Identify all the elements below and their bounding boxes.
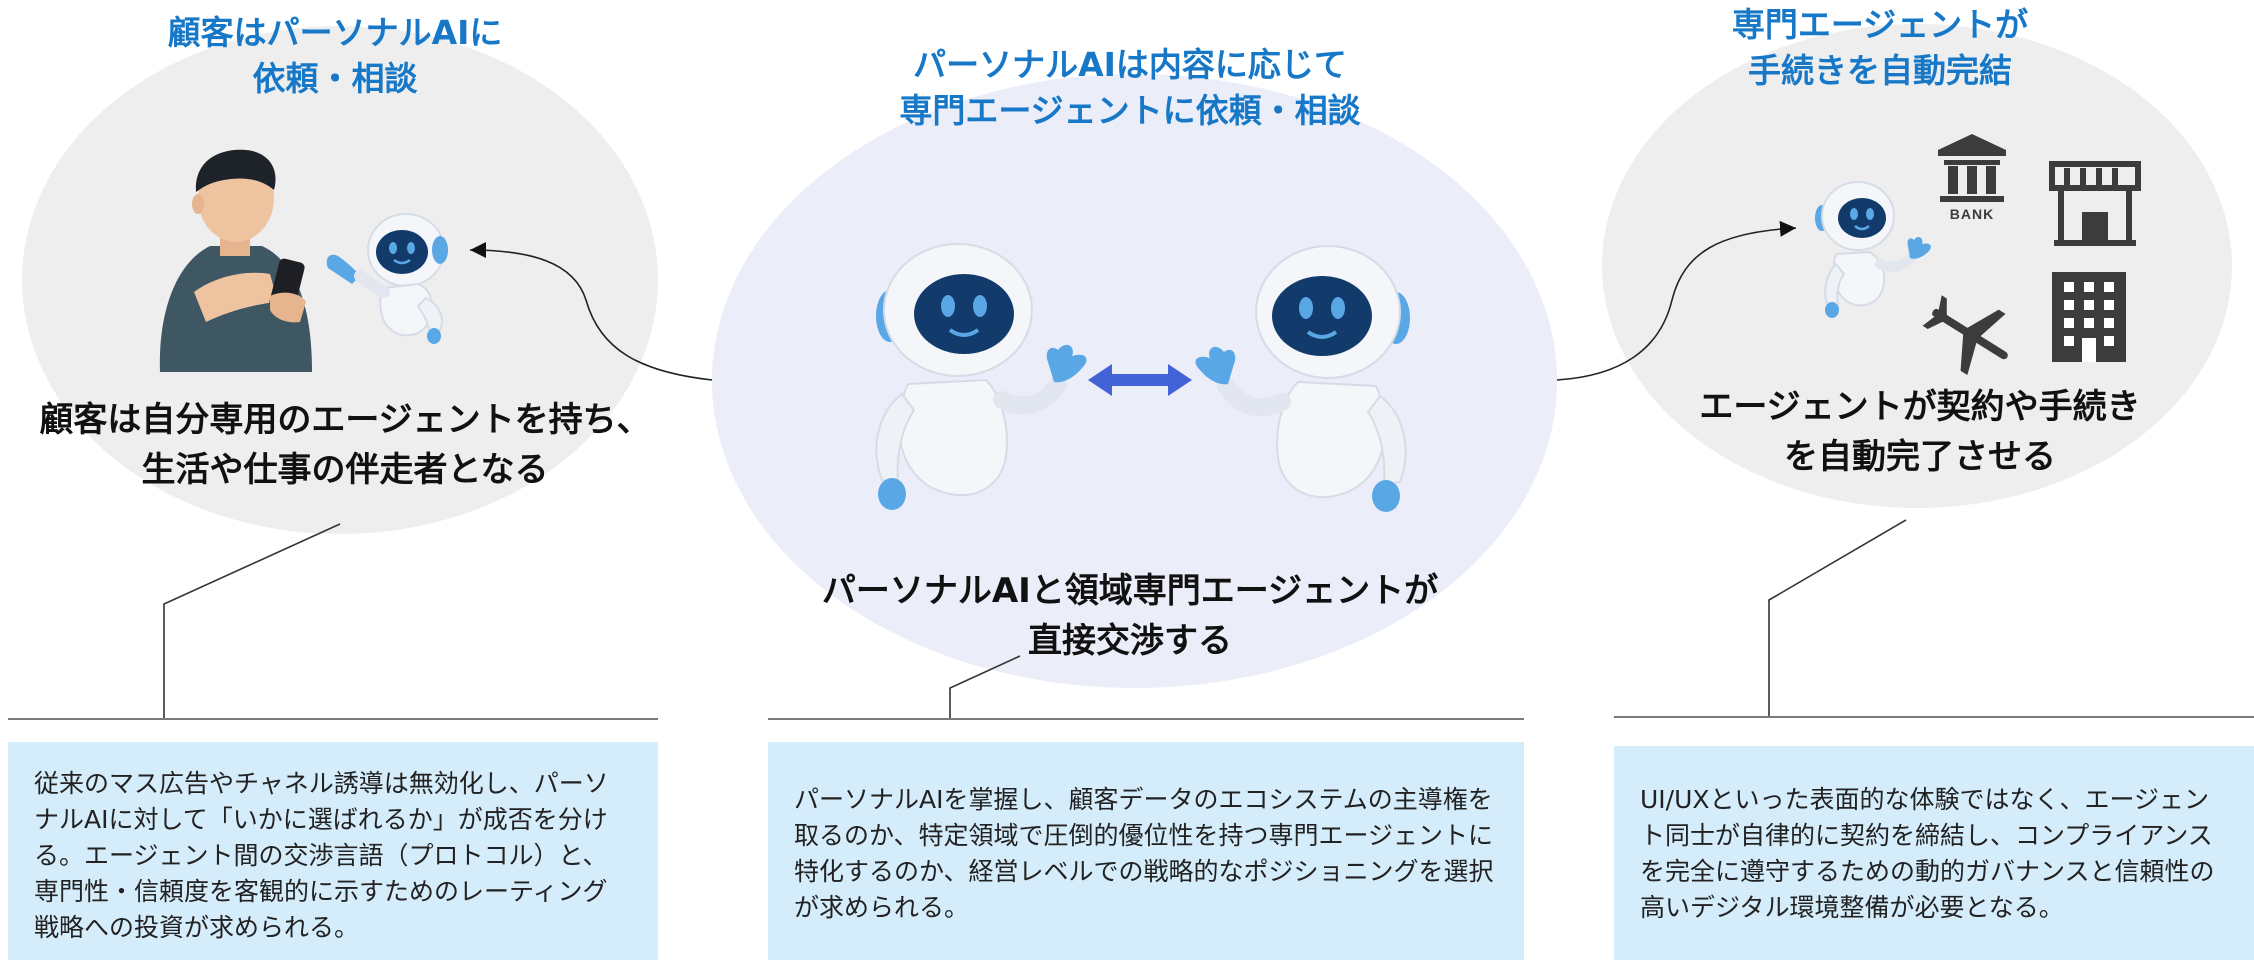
office-building-icon xyxy=(2052,272,2126,362)
left-info-text: 従来のマス広告やチャネル誘導は無効化し、パーソナルAIに対して「いかに選ばれるか… xyxy=(34,769,609,942)
left-description-line2: 生活や仕事の伴走者となる xyxy=(141,450,549,490)
middle-description-line1: パーソナルAIと領域専門エージェントが xyxy=(821,571,1439,611)
left-title-line2: 依頼・相談 xyxy=(252,59,418,98)
robot-icon xyxy=(862,243,1098,524)
right-description-line2: を自動完了させる xyxy=(1784,437,2056,477)
bank-label: BANK xyxy=(1949,206,1995,222)
right-callout-line xyxy=(1768,519,1907,718)
middle-info-box: パーソナルAIを掌握し、顧客データのエコシステムの主導権を取るのか、特定領域で圧… xyxy=(768,742,1524,960)
double-arrow-icon xyxy=(1088,360,1192,400)
right-description-line1: エージェントが契約や手続き xyxy=(1699,387,2141,427)
robot-icon xyxy=(1812,176,1932,320)
right-info-text: UI/UXといった表面的な体験ではなく、エージェント同士が自律的に契約を締結し、… xyxy=(1640,785,2215,922)
airplane-icon xyxy=(1922,292,2016,375)
left-info-box: 従来のマス広告やチャネル誘導は無効化し、パーソナルAIに対して「いかに選ばれるか… xyxy=(8,742,658,960)
bank-icon: BANK xyxy=(1936,132,2008,224)
right-description: エージェントが契約や手続き を自動完了させる xyxy=(1680,382,2160,482)
left-callout-line xyxy=(163,523,341,718)
middle-title-line1: パーソナルAIは内容に応じて xyxy=(913,45,1347,84)
left-title-line1: 顧客はパーソナルAIに xyxy=(167,13,503,52)
middle-description: パーソナルAIと領域専門エージェントが 直接交渉する xyxy=(820,566,1440,666)
left-divider xyxy=(8,718,658,720)
right-title-line1: 専門エージェントが xyxy=(1731,5,2029,44)
right-title-line2: 手続きを自動完結 xyxy=(1748,51,2012,90)
middle-description-line2: 直接交渉する xyxy=(1028,621,1232,661)
person-with-phone-icon xyxy=(150,146,320,372)
store-icon xyxy=(2048,160,2142,248)
right-connector-arrow xyxy=(1556,220,1797,381)
left-description: 顧客は自分専用のエージェントを持ち、 生活や仕事の伴走者となる xyxy=(20,395,670,495)
middle-title-line2: 専門エージェントに依頼・相談 xyxy=(899,91,1361,130)
robot-icon xyxy=(322,206,452,346)
left-description-line1: 顧客は自分専用のエージェントを持ち、 xyxy=(39,400,651,440)
middle-title: パーソナルAIは内容に応じて 専門エージェントに依頼・相談 xyxy=(830,42,1430,134)
right-info-box: UI/UXといった表面的な体験ではなく、エージェント同士が自律的に契約を締結し、… xyxy=(1614,746,2254,960)
middle-info-text: パーソナルAIを掌握し、顧客データのエコシステムの主導権を取るのか、特定領域で圧… xyxy=(794,785,1494,922)
middle-divider xyxy=(768,718,1524,720)
right-panel-ellipse xyxy=(1602,24,2232,508)
right-title: 専門エージェントが 手続きを自動完結 xyxy=(1670,2,2090,94)
left-panel-ellipse xyxy=(22,26,658,534)
left-title: 顧客はパーソナルAIに 依頼・相談 xyxy=(135,10,535,102)
middle-callout-line xyxy=(949,655,1021,718)
robot-icon xyxy=(1190,245,1420,526)
left-connector-arrow xyxy=(469,242,713,381)
right-divider xyxy=(1614,716,2254,718)
